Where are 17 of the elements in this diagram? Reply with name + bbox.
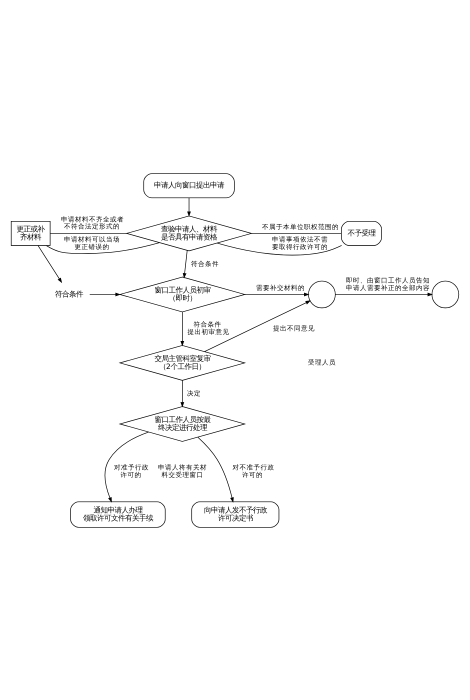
connector — [50, 232, 127, 234]
arrow — [38, 244, 62, 283]
arrow — [104, 431, 149, 502]
connector — [46, 242, 160, 254]
arrow — [187, 197, 191, 216]
connector — [216, 242, 342, 255]
node-circle — [432, 280, 460, 308]
node-circle — [308, 280, 336, 308]
arrow — [335, 292, 433, 296]
connector — [251, 232, 342, 234]
arrow — [198, 436, 234, 502]
arrow — [244, 292, 310, 296]
arrow — [180, 311, 184, 346]
arrow — [180, 380, 184, 408]
arrow — [182, 250, 188, 278]
arrow — [204, 300, 311, 352]
arrow — [89, 292, 121, 296]
